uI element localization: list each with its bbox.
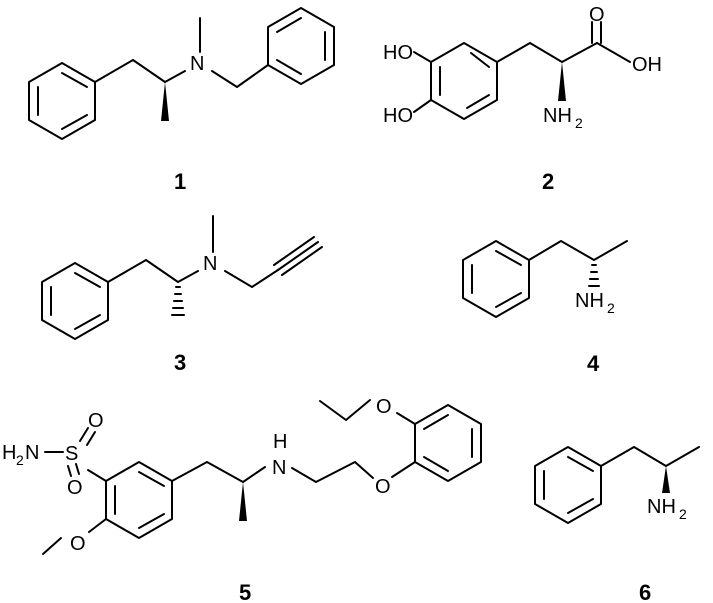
compound-number: 4 bbox=[587, 351, 600, 376]
amine-subscript: 2 bbox=[16, 452, 24, 468]
compound-1-structure: N 1 bbox=[28, 7, 335, 194]
wedge-bond bbox=[239, 482, 247, 521]
amine-subscript: 2 bbox=[679, 506, 687, 522]
amine-subscript: 2 bbox=[607, 300, 615, 316]
hydroxyl-label: HO bbox=[383, 105, 413, 127]
compound-number: 5 bbox=[239, 580, 251, 603]
compound-4-structure: NH 2 4 bbox=[462, 240, 628, 376]
oxygen-label: O bbox=[88, 410, 104, 432]
benzene-ring bbox=[267, 7, 335, 85]
compound-number: 6 bbox=[639, 580, 651, 603]
wedge-bond bbox=[662, 466, 670, 493]
amine-subscript: 2 bbox=[575, 115, 583, 131]
compound-5-structure: H 2 N S O O O H N O O 5 bbox=[2, 396, 482, 603]
oxygen-label: O bbox=[589, 4, 605, 26]
compound-2-structure: HO HO O OH NH 2 2 bbox=[383, 4, 662, 194]
hashed-bond bbox=[588, 264, 600, 287]
sulfur-label: S bbox=[65, 443, 78, 465]
nitrogen-label: N bbox=[190, 53, 204, 75]
amine-label: H bbox=[273, 431, 287, 453]
hashed-bond bbox=[171, 286, 185, 316]
amine-label: N bbox=[25, 442, 39, 464]
oxygen-label: O bbox=[376, 396, 392, 418]
wedge-bond bbox=[161, 82, 169, 121]
wedge-bond bbox=[558, 62, 566, 101]
compound-number: 1 bbox=[174, 169, 186, 194]
oxygen-label: O bbox=[70, 533, 86, 555]
amine-label: NH bbox=[647, 496, 676, 518]
amine-label: NH bbox=[575, 290, 604, 312]
oxygen-label: O bbox=[67, 477, 83, 499]
hydroxyl-label: HO bbox=[383, 42, 413, 64]
compound-6-structure: NH 2 6 bbox=[534, 446, 700, 603]
compound-3-structure: N 3 bbox=[41, 215, 323, 375]
amine-label: H bbox=[2, 442, 16, 464]
amine-label: NH bbox=[543, 105, 572, 127]
amine-label: N bbox=[272, 457, 286, 479]
nitrogen-label: N bbox=[203, 253, 217, 275]
oxygen-label: O bbox=[375, 476, 391, 498]
compound-number: 3 bbox=[174, 350, 186, 375]
compound-number: 2 bbox=[542, 169, 554, 194]
hydroxyl-label: OH bbox=[632, 54, 662, 76]
